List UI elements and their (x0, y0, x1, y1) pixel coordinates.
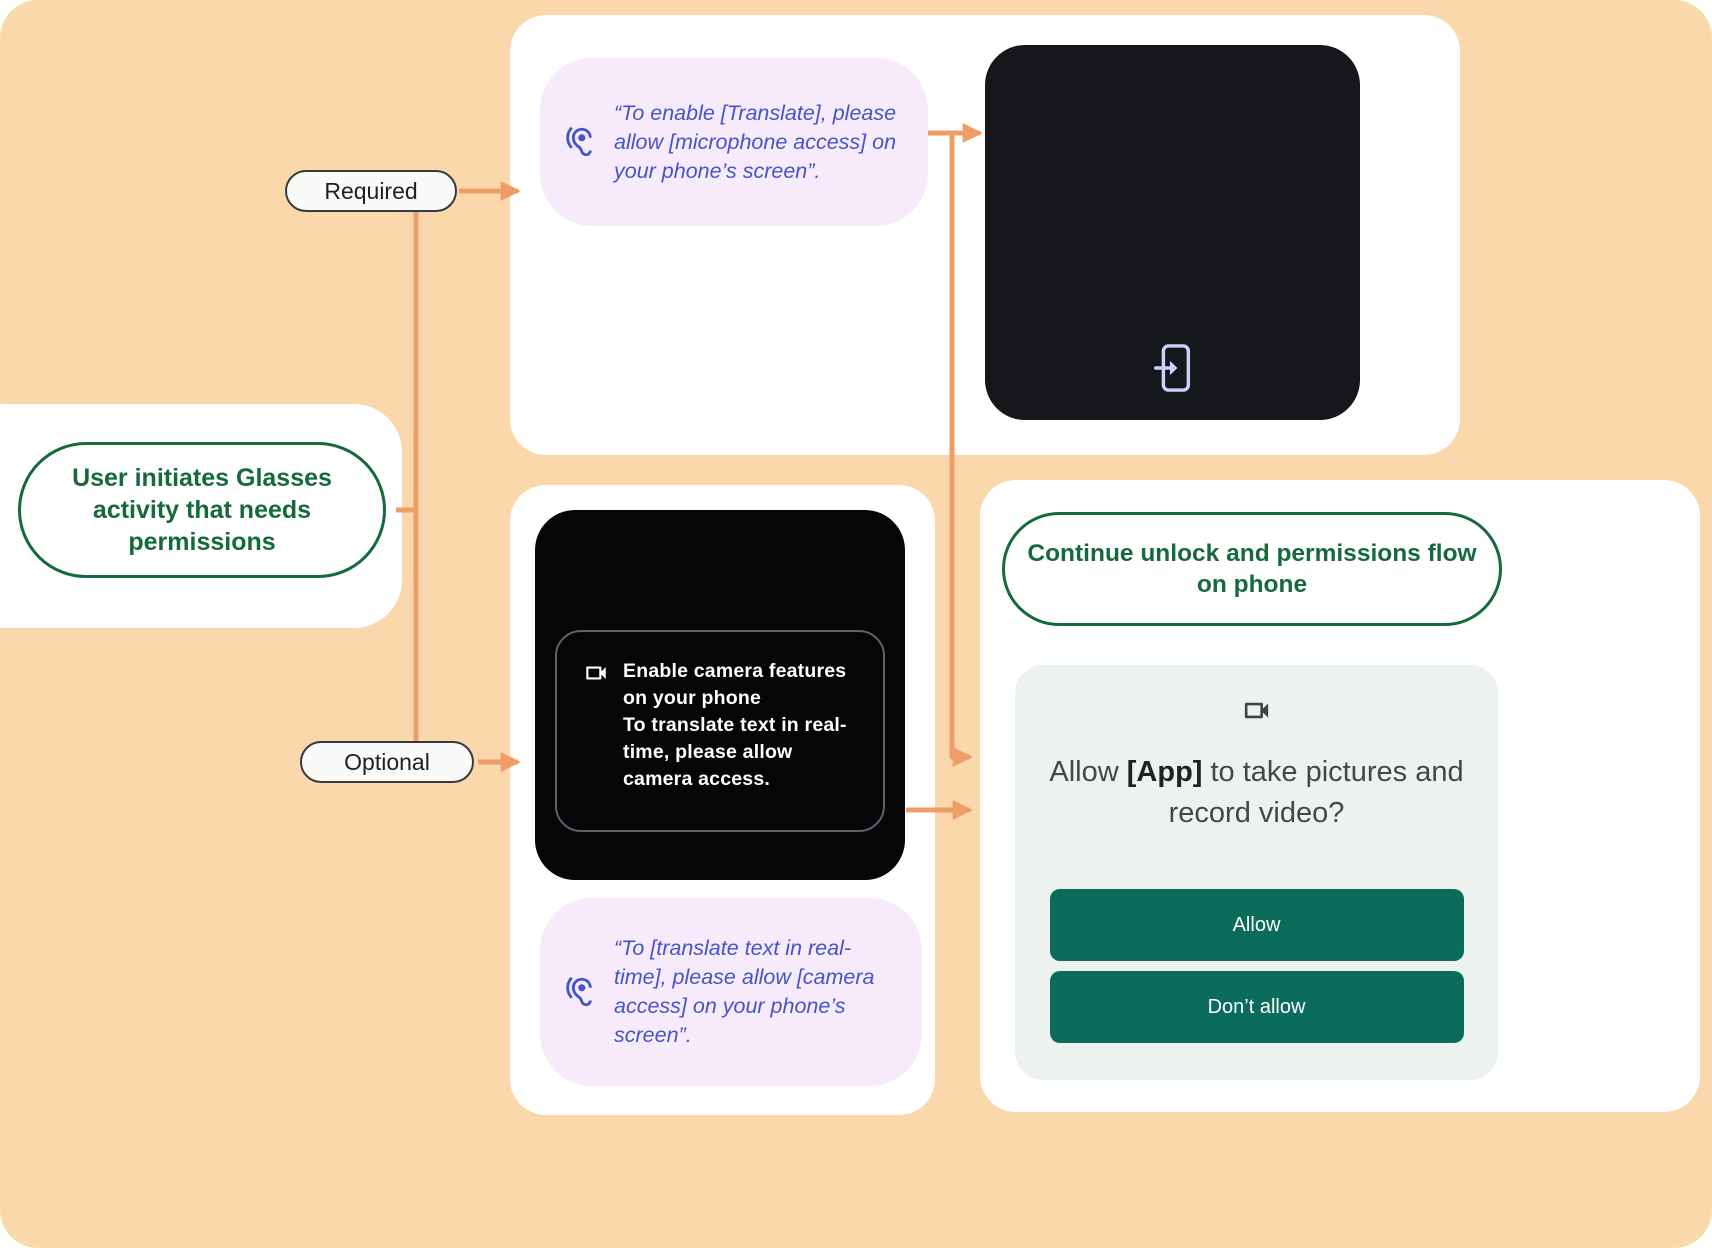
glasses-prompt-body: To translate text in real-time, please a… (623, 714, 847, 790)
glasses-display-screen: Enable camera features on your phone To … (535, 510, 905, 880)
permission-prompt-app: [App] (1126, 756, 1203, 788)
glasses-prompt-title: Enable camera features on your phone (623, 660, 847, 709)
dont-allow-button[interactable]: Don’t allow (1049, 971, 1464, 1043)
hearing-icon (562, 975, 596, 1009)
videocam-icon (583, 660, 609, 830)
phone-lock-screen (985, 45, 1360, 420)
permission-prompt-prefix: Allow (1049, 756, 1127, 788)
videocam-icon (1241, 695, 1272, 726)
glasses-permission-prompt: Enable camera features on your phone To … (555, 630, 885, 832)
voice-prompt-bubble-optional: “To [translate text in real-time], pleas… (540, 898, 922, 1086)
start-node: User initiates Glasses activity that nee… (18, 442, 386, 578)
voice-prompt-text-required: “To enable [Translate], please allow [mi… (614, 100, 897, 183)
open-on-phone-icon (1150, 342, 1196, 394)
voice-prompt-bubble-required: “To enable [Translate], please allow [mi… (540, 58, 928, 226)
hearing-icon (562, 125, 596, 159)
branch-label-required: Required (285, 170, 457, 212)
permission-prompt-text: Allow [App] to take pictures and record … (1042, 752, 1472, 834)
phone-flow-title: Continue unlock and permissions flow on … (1002, 512, 1502, 626)
allow-button[interactable]: Allow (1049, 889, 1464, 961)
voice-prompt-text-optional: “To [translate text in real-time], pleas… (614, 936, 875, 1047)
permission-dialog: Allow [App] to take pictures and record … (1015, 665, 1498, 1080)
branch-label-optional: Optional (300, 741, 474, 783)
permission-prompt-suffix: to take pictures and record video? (1168, 756, 1464, 829)
